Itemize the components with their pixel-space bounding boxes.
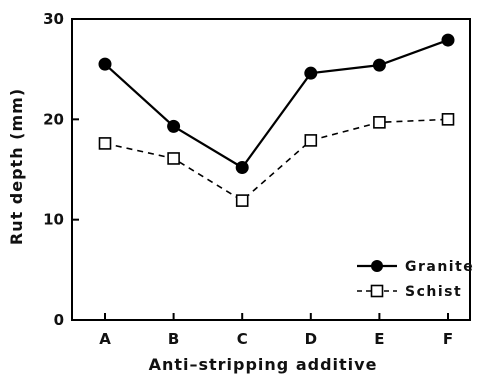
legend-label-schist: Schist: [405, 284, 462, 300]
point-schist-C: [235, 194, 249, 207]
point-granite-D: [304, 66, 318, 80]
y-tick-label-20: 20: [43, 110, 64, 128]
x-tick-label-B: B: [168, 330, 179, 348]
x-tick-label-F: F: [443, 330, 453, 348]
series-line-granite: [104, 39, 449, 169]
plot-frame: [71, 18, 471, 321]
point-schist-D: [304, 134, 318, 147]
series-schist: [98, 113, 455, 207]
point-granite-E: [372, 58, 386, 72]
point-schist-E: [373, 116, 386, 129]
legend-label-granite: Granite: [405, 259, 474, 275]
series-granite: [98, 33, 455, 174]
x-tick-label-C: C: [237, 330, 248, 348]
point-granite-B: [167, 119, 181, 133]
y-tick-label-30: 30: [43, 10, 64, 28]
y-axis-label: Rut depth (mm): [7, 88, 26, 245]
point-granite-F: [441, 33, 455, 47]
series-line-schist: [104, 118, 449, 202]
axes: 0 10 20 30A B C D E F: [43, 10, 471, 348]
x-tick-label-A: A: [99, 330, 111, 348]
x-tick-label-E: E: [374, 330, 384, 348]
legend-marker-schist: [370, 284, 384, 298]
y-tick-label-0: 0: [54, 311, 64, 329]
y-tick-label-10: 10: [43, 211, 64, 229]
x-tick-label-D: D: [305, 330, 317, 348]
point-schist-F: [441, 113, 455, 126]
x-axis-label: Anti–stripping additive: [149, 355, 378, 374]
series-layer: [98, 33, 455, 207]
point-schist-B: [167, 152, 180, 165]
point-granite-A: [98, 57, 112, 71]
point-granite-C: [235, 160, 249, 174]
point-schist-A: [98, 137, 112, 150]
legend-marker-granite: [371, 260, 383, 272]
